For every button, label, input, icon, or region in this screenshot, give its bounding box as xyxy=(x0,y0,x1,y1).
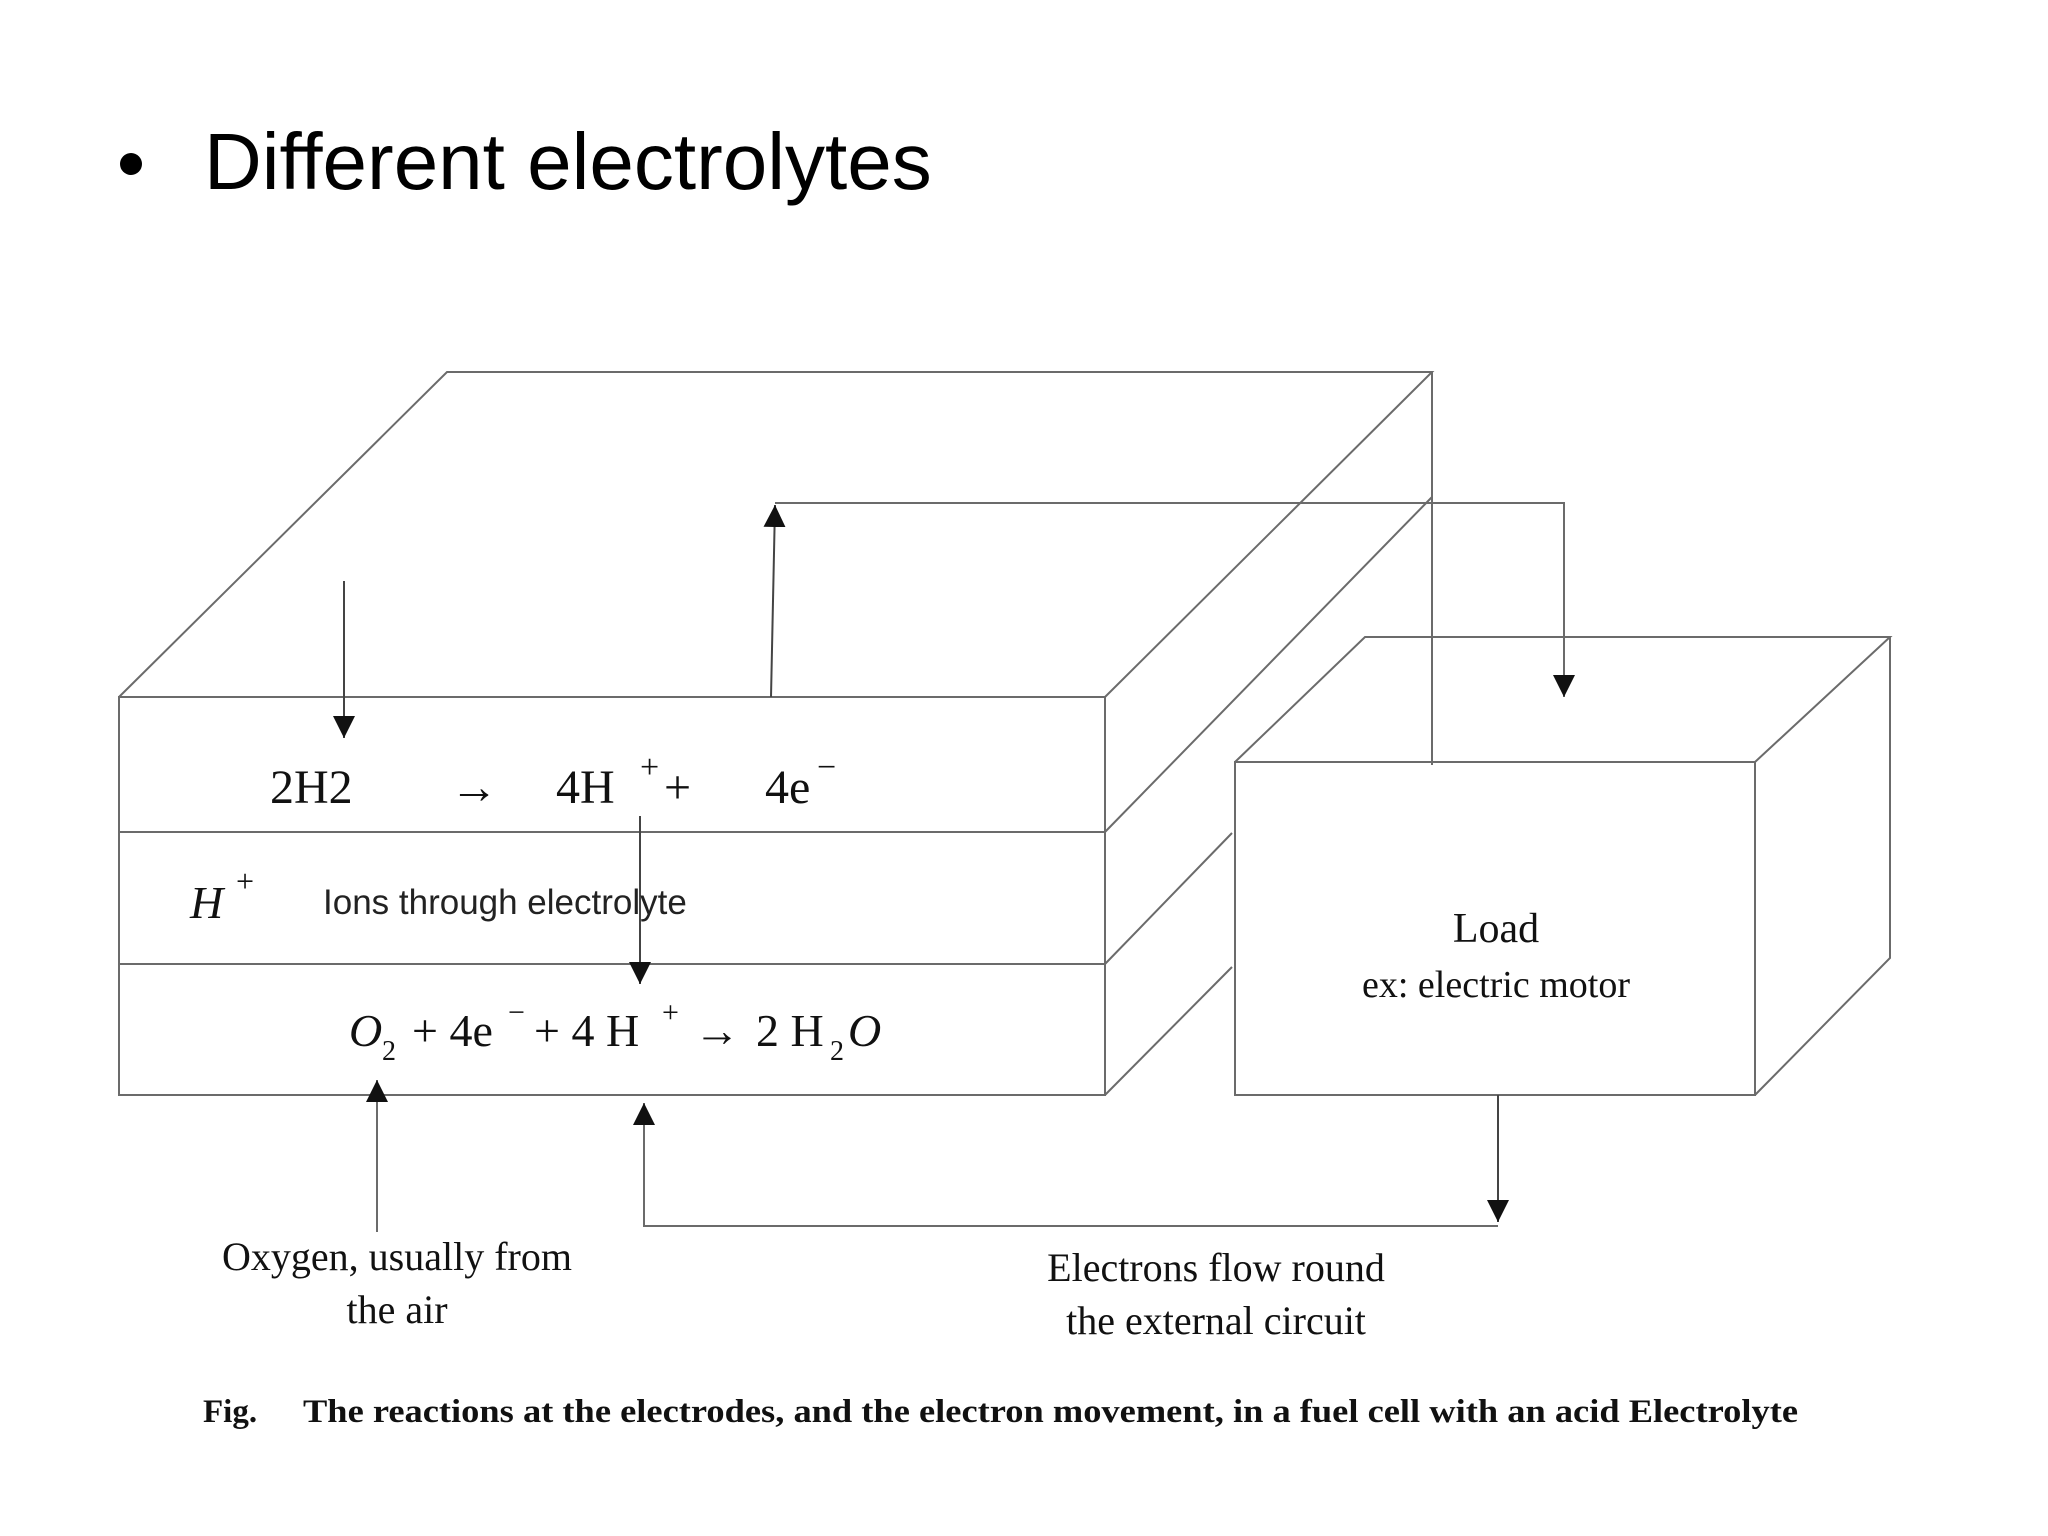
electron-return-arrow xyxy=(633,1103,1498,1227)
fuel-cell-top-face xyxy=(118,371,1435,698)
bullet-text: Different electrolytes xyxy=(204,117,932,206)
bullet-item: Different electrolytes xyxy=(120,122,932,202)
cathode-o2: O xyxy=(349,1005,382,1056)
cathode-water-o: O xyxy=(848,1005,881,1056)
load-front-face xyxy=(1234,761,1756,1096)
anode-reactant: 2H2 xyxy=(270,761,353,814)
side-diagonal-3 xyxy=(1104,966,1233,1096)
load-subtitle: ex: electric motor xyxy=(1362,964,1630,1006)
fuel-cell-front-face xyxy=(118,696,1106,1096)
side-diagonal-1 xyxy=(1104,496,1433,833)
oxygen-label: Oxygen, usually from the air xyxy=(222,1234,572,1332)
load-side-face xyxy=(1754,637,1891,1096)
oxygen-label-line2: the air xyxy=(346,1287,447,1332)
load-box xyxy=(1234,636,1893,1096)
figure-caption: Fig. The reactions at the electrodes, an… xyxy=(203,1394,1798,1430)
anode-electron-charge: − xyxy=(817,749,836,786)
anode-product-ion: 4H xyxy=(556,761,615,814)
caption-text: The reactions at the electrodes, and the… xyxy=(303,1394,1798,1430)
load-top-face xyxy=(1234,636,1893,763)
electron-to-load-arrow xyxy=(775,502,1575,697)
anode-electrons: 4e xyxy=(765,761,810,814)
cathode-o2-sub: 2 xyxy=(382,1036,396,1067)
electrolyte-layer: H + Ions through electrolyte xyxy=(189,863,687,928)
electrolyte-ion: H xyxy=(189,877,226,928)
oxygen-label-line1: Oxygen, usually from xyxy=(222,1234,572,1279)
cathode-hydrogen-charge: + xyxy=(662,996,679,1029)
electrolyte-ion-charge: + xyxy=(236,863,254,899)
electrons-label-line2: the external circuit xyxy=(1066,1298,1366,1343)
cathode-plus-hydrogen: + 4 H xyxy=(534,1005,639,1056)
electrolyte-label: Ions through electrolyte xyxy=(323,883,687,922)
electron-up-arrow xyxy=(763,504,786,698)
cathode-arrow: → xyxy=(694,1005,740,1056)
cathode-water-sub: 2 xyxy=(830,1036,844,1067)
electrons-label: Electrons flow round the external circui… xyxy=(1047,1245,1385,1343)
cathode-water-coef: 2 H xyxy=(756,1005,824,1056)
cathode-electron-charge: − xyxy=(508,996,525,1029)
fuel-cell-box xyxy=(118,371,1435,1096)
side-diagonal-2 xyxy=(1104,832,1233,965)
load-title: Load xyxy=(1453,906,1539,952)
bullet-icon xyxy=(120,153,142,175)
cathode-reaction: O 2 + 4e − + 4 H + → 2 H 2 O xyxy=(349,996,881,1067)
electrons-label-line1: Electrons flow round xyxy=(1047,1245,1385,1290)
flow-arrows xyxy=(333,502,1575,1232)
load-label: Load ex: electric motor xyxy=(1362,906,1630,1006)
cathode-plus-electrons: + 4e xyxy=(412,1005,493,1056)
anode-arrow: → xyxy=(450,761,498,814)
caption-prefix: Fig. xyxy=(203,1394,257,1430)
anode-reaction: 2H2 → 4H + + 4e − xyxy=(270,749,836,814)
anode-product-ion-charge: + xyxy=(640,749,659,786)
anode-plus: + xyxy=(664,761,691,814)
